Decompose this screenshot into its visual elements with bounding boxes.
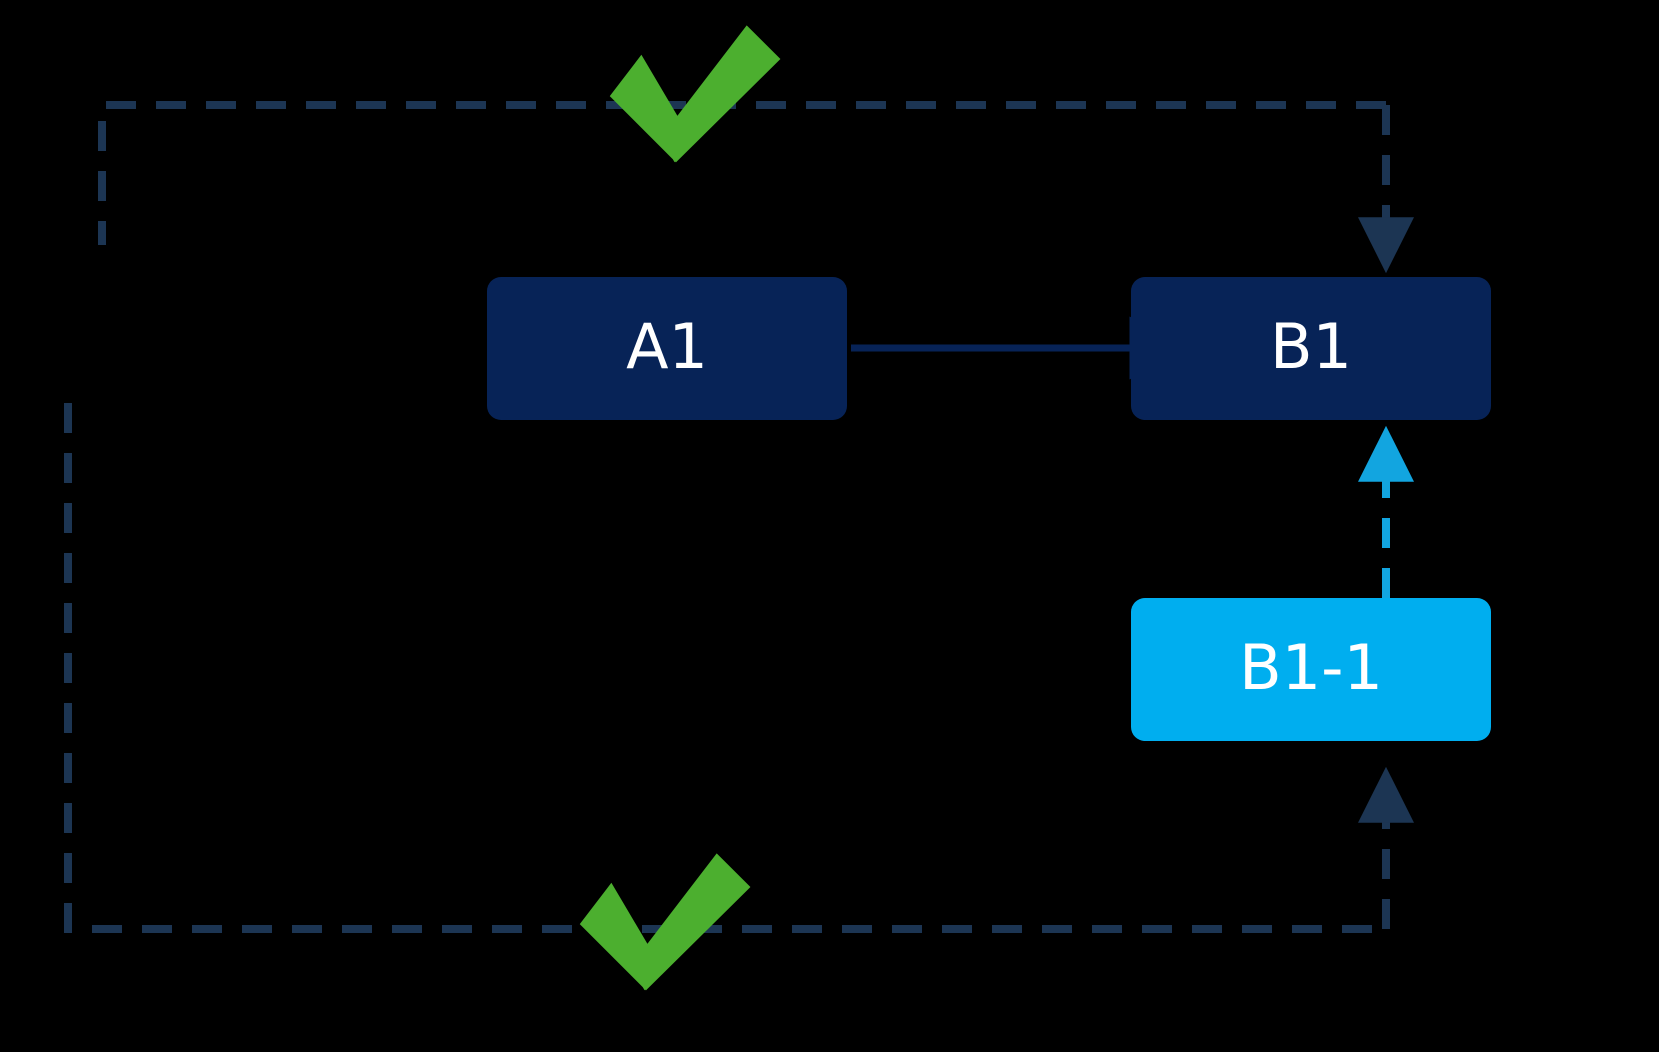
edge-dashed-top-loop	[98, 101, 1414, 274]
dashed-top-left-branch	[98, 101, 1386, 245]
node-b1[interactable]: B1	[1131, 277, 1491, 420]
node-b1-1[interactable]: B1-1	[1131, 598, 1491, 741]
check-mark-top-icon	[609, 25, 781, 163]
node-a1-label: A1	[626, 310, 708, 383]
edge-dashed-bottom-loop	[64, 403, 1414, 933]
check-mark-bottom-icon	[579, 853, 751, 991]
node-b1-1-shape	[1131, 598, 1491, 741]
node-a1[interactable]: A1	[487, 277, 847, 420]
node-b1-label: B1	[1270, 310, 1352, 383]
node-a1-shape	[487, 277, 847, 420]
node-b1-shape	[1131, 277, 1491, 420]
dashed-bottom-left-branch	[64, 403, 1386, 933]
node-b1-1-label: B1-1	[1239, 631, 1383, 704]
